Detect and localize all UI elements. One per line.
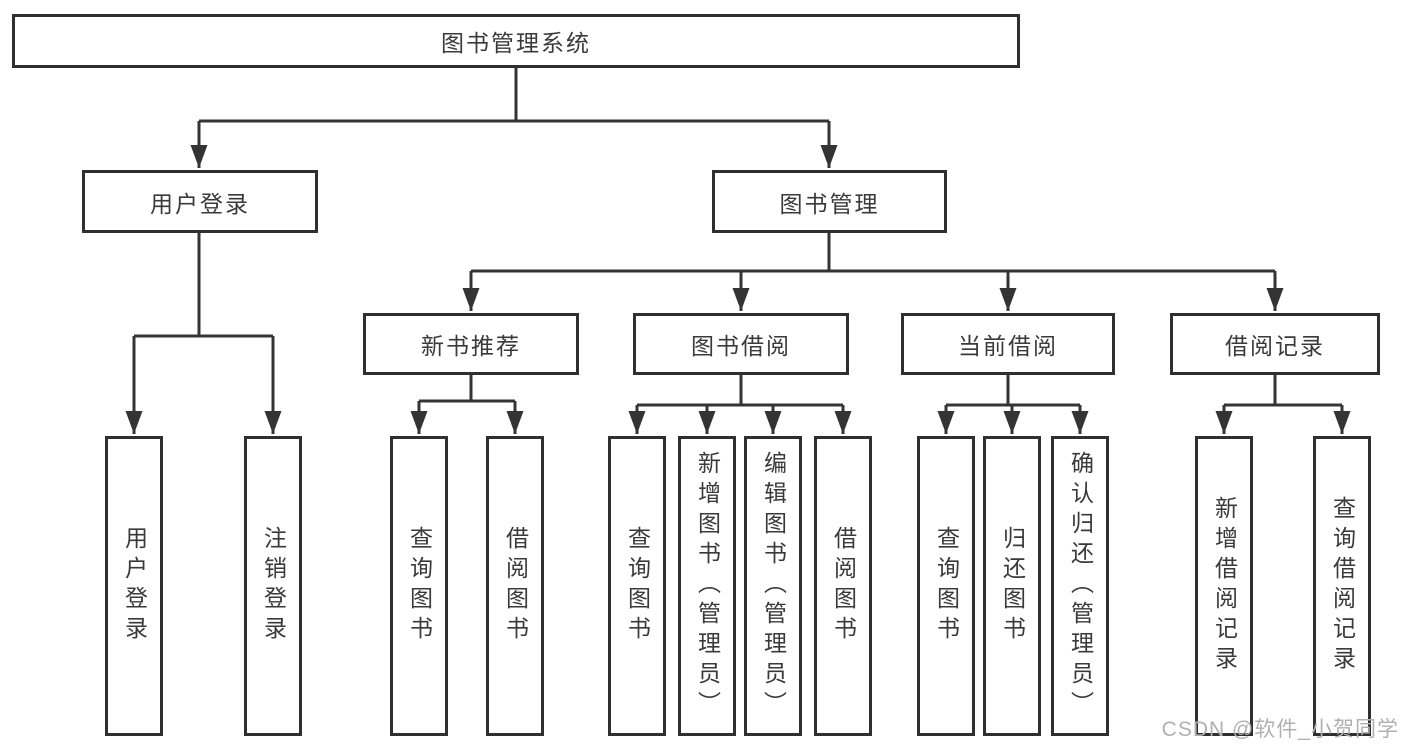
leaf-recommend-borrow-books: 借阅图书 — [486, 436, 544, 736]
edge-book-management-to-level3 — [462, 233, 1284, 311]
node-user-login: 用户登录 — [82, 170, 318, 233]
node-root-library-management-system: 图书管理系统 — [12, 14, 1020, 68]
node-book-borrow: 图书借阅 — [633, 313, 849, 375]
leaf-recommend-query-books: 查询图书 — [390, 436, 448, 736]
node-new-book-recommend: 新书推荐 — [363, 313, 579, 375]
leaf-user-login: 用户登录 — [105, 436, 163, 736]
node-borrow-records: 借阅记录 — [1170, 313, 1380, 375]
node-book-management: 图书管理 — [712, 170, 947, 233]
leaf-borrow-add-books-admin: 新增图书（管理员） — [678, 436, 736, 736]
leaf-current-confirm-return-admin: 确认归还（管理员） — [1051, 436, 1109, 736]
edge-user-login-to-leaves — [125, 233, 282, 434]
leaf-records-query-borrow-record: 查询借阅记录 — [1313, 436, 1371, 736]
edge-root-to-level2 — [190, 68, 838, 168]
leaf-borrow-borrow-books: 借阅图书 — [814, 436, 872, 736]
leaf-borrow-edit-books-admin: 编辑图书（管理员） — [744, 436, 802, 736]
edge-new-book-recommend-to-leaves — [410, 375, 524, 434]
node-current-borrow: 当前借阅 — [901, 313, 1115, 375]
leaf-current-query-books: 查询图书 — [917, 436, 975, 736]
csdn-watermark: CSDN @软件_小贺同学 — [1161, 718, 1399, 741]
leaf-logout: 注销登录 — [244, 436, 302, 736]
edge-book-borrow-to-leaves — [628, 375, 852, 434]
leaf-borrow-query-books: 查询图书 — [608, 436, 666, 736]
edge-borrow-records-to-leaves — [1215, 375, 1351, 434]
leaf-records-add-borrow-record: 新增借阅记录 — [1195, 436, 1253, 736]
edge-current-borrow-to-leaves — [937, 375, 1089, 434]
leaf-current-return-books: 归还图书 — [983, 436, 1041, 736]
